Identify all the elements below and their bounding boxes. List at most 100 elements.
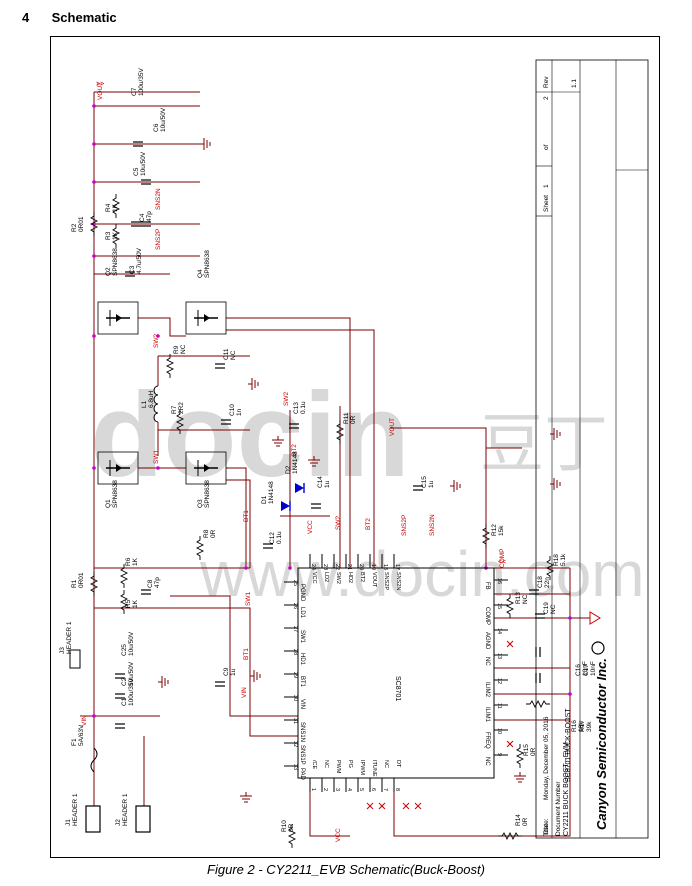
net-label-sw2: SW2 [335,516,342,530]
net-label-sns2p: SNS2P [401,515,408,536]
c11-value: NC [230,350,237,360]
title-text: SC8701 BUCK-BOOST [565,708,572,782]
wire-hd1 [226,467,247,568]
net-label-vin: VIN [81,715,88,726]
c19-value: NC [550,604,557,614]
r4-value: 1K [112,203,119,212]
ic-pin-number: 13 [496,653,502,659]
ic-pin-number: 32 [292,741,298,747]
inductor-l1 [153,385,159,423]
net-label-bt2: BT2 [365,518,372,530]
c7-value: 100u/35V [138,68,145,96]
company-logo-icon [591,641,605,655]
ic-pin-number: 17 [394,564,400,570]
r7-value: 2R2 [178,402,185,414]
r8-value: 0R [210,529,217,538]
ic-pin-number: 30 [292,695,298,701]
c2-value: 10u/50V [128,661,135,686]
ic-pin-label: FB [484,582,490,590]
mosfet-q4 [185,301,227,335]
junction-dot [92,142,96,146]
parts-layer [69,59,649,848]
rev-text: 1.1 [571,79,578,88]
q2-ref: Q2 [105,267,112,276]
c17-ref: C17 [583,664,590,676]
ic-pin-number: 22 [334,564,340,570]
ic-pin-number: 5 [358,788,364,791]
c16-value: 10nF [582,661,589,676]
r15-value: 0R [530,747,537,756]
ic-pin-label: NC [484,657,490,666]
ic-pin-label: FREQ [484,732,490,749]
junction-dot [288,566,292,570]
ground-right-2 [550,478,561,490]
l1-value: 6.8uH [148,390,155,408]
ic-name: SC8701 [394,676,401,701]
ground-vin [158,676,169,688]
junction-dot [244,566,248,570]
j3-value: HEADER 1 [66,621,73,654]
ic-pin-number: 18 [382,564,388,570]
junction-dot [92,466,96,470]
ic-pin-label: COMP [484,607,490,625]
res-r11 [335,420,345,444]
net-label-sns2n: SNS2N [155,188,162,210]
res-r18 [545,556,555,580]
net-label-bt1: BT1 [243,510,250,522]
ic-pin-label: HD1 [299,653,305,666]
fuse-f1 [90,747,98,773]
ground-r9 [248,378,259,390]
section-number: 4 [22,10,30,25]
ic-pin-number: 29 [292,672,298,678]
wire-ce [309,792,350,837]
r10-ref: R10 [281,820,288,832]
c19-ref: C19 [543,602,550,614]
title-block [535,59,649,839]
res-r3 [111,224,121,248]
ic-pin-label: LD1 [299,607,305,619]
ic-pin-label: PAD [299,768,305,781]
r5-value: 1K [132,599,139,608]
ic-pin-number: 1 [310,788,316,791]
watermark: docin 豆丁 www.docin.com [90,368,645,610]
ground-right-1 [550,428,561,440]
ic-pin-number: 25 [292,580,298,586]
ic-pin-label: DT [395,760,401,768]
junction-dot [92,254,96,258]
title-label: Title [543,824,550,836]
of-label: of [543,144,550,150]
c15-value: 1u [428,480,435,488]
res-r16-r17 [526,699,550,709]
ic-pin-label: NC [383,760,389,768]
ic-pin-label: VCC [311,572,317,584]
wire-dt [393,568,571,837]
mosfet-q3 [185,451,227,485]
j2-ref: J2 [115,819,122,826]
junction-dot [568,692,572,696]
d1-value: 1N4148 [268,481,275,504]
doc-text: CY2211 BUCK BOOST - EVM [563,742,570,836]
res-r13 [505,594,515,618]
res-r9 [165,354,175,378]
ground-pad [240,792,252,803]
r17-value: 39k [586,721,593,732]
ic-pin-number: 3 [334,788,340,791]
c1-ref: C1 [121,697,128,706]
d2-value: 1N4148 [292,451,299,474]
company-name: Canyon Semiconductor Inc. [594,658,609,830]
res-r2 [89,212,99,236]
c3-ref: C3 [129,265,136,274]
figure-caption: Figure 2 - CY2211_EVB Schematic(Buck-Boo… [207,862,485,877]
rev-label: Rev [543,76,550,88]
c6-ref: C6 [153,123,160,132]
c9-value: 1u [230,668,237,676]
doc-label: Document Number [555,781,562,836]
connector-j1 [85,805,101,833]
r3-value: 1K [112,231,119,240]
net-label-sw1: SW1 [153,450,160,464]
c16-ref: C16 [575,664,582,676]
ic-pin-label: PWM [335,760,341,774]
r9-value: NC [180,344,187,354]
junction-dot [568,616,572,620]
